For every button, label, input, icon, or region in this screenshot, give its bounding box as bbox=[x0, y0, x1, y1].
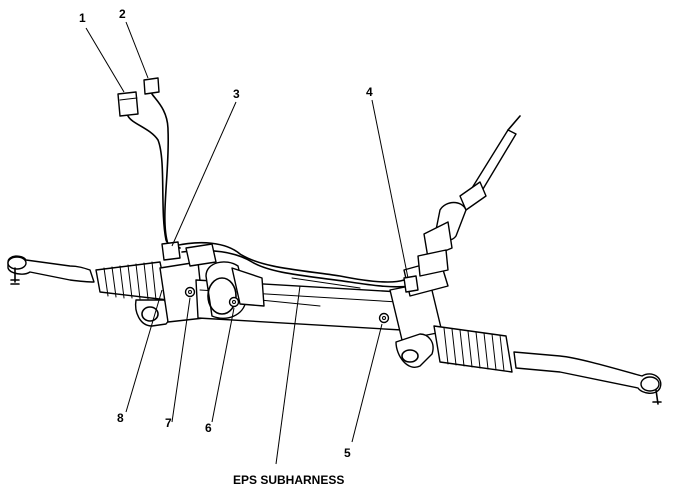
eps-subharness-label: EPS SUBHARNESS bbox=[233, 473, 344, 487]
callout-1: 1 bbox=[79, 11, 86, 25]
callout-3: 3 bbox=[233, 87, 240, 101]
callout-5: 5 bbox=[344, 446, 351, 460]
steering-shaft bbox=[417, 115, 521, 277]
callout-labels: 1 2 3 4 5 6 7 8 EPS SUBHARNESS bbox=[79, 7, 373, 487]
callout-6: 6 bbox=[205, 421, 212, 435]
connector-4 bbox=[403, 275, 419, 293]
connector-1 bbox=[117, 91, 139, 117]
bolt-7 bbox=[184, 286, 196, 298]
connector-2 bbox=[143, 77, 160, 95]
connector-3 bbox=[161, 241, 217, 267]
callout-4: 4 bbox=[366, 85, 373, 99]
right-tie-rod-end bbox=[513, 351, 662, 405]
left-boot bbox=[95, 261, 169, 301]
pinion-housing bbox=[389, 259, 449, 368]
callout-2: 2 bbox=[119, 7, 126, 21]
right-boot bbox=[433, 325, 513, 373]
callout-7: 7 bbox=[165, 416, 172, 430]
ground-bolt-5 bbox=[378, 312, 390, 324]
callout-8: 8 bbox=[117, 411, 124, 425]
left-tie-rod-end bbox=[7, 255, 95, 285]
leader-lines bbox=[85, 21, 409, 465]
bolt-6 bbox=[228, 296, 240, 308]
